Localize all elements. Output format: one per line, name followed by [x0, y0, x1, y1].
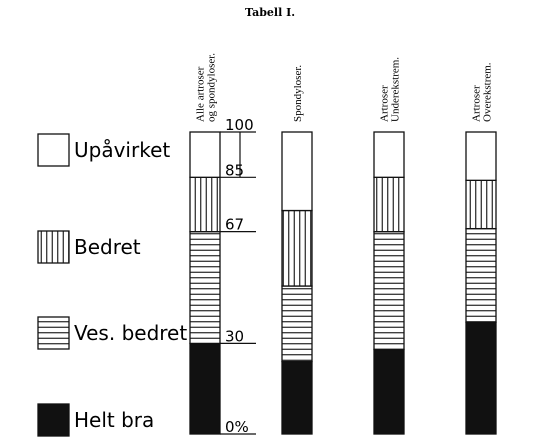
chart-title: Tabell I.	[245, 6, 295, 19]
bars	[189, 131, 497, 435]
column-label-4: Artroser	[471, 85, 483, 122]
bar-segment-up-virket-4	[465, 131, 497, 181]
column-label-3: Artroser	[379, 85, 391, 122]
y-tick-label: 30	[225, 327, 244, 345]
column-label-1: og spondyloser.	[206, 53, 218, 122]
y-tick-label: 0%	[225, 418, 249, 436]
y-tick-label: 100	[225, 116, 254, 134]
bar-segment-ves-bedret-1	[189, 231, 221, 345]
legend-swatch-up-virket	[37, 133, 70, 167]
legend-swatch-helt-bra	[37, 403, 70, 437]
bar-segment-bedret-2	[281, 209, 313, 287]
bar-segment-helt-bra-3	[373, 348, 405, 435]
bar-segment-bedret-4	[465, 179, 497, 230]
bar-segment-helt-bra-4	[465, 321, 497, 435]
y-tick-label: 85	[225, 161, 244, 179]
bar-segment-up-virket-2	[281, 131, 313, 212]
y-tick-label: 67	[225, 216, 244, 234]
legend-label-up-virket: Upåvirket	[74, 138, 170, 162]
bar-segment-ves-bedret-3	[373, 231, 405, 351]
bar-segment-bedret-3	[373, 176, 405, 233]
y-axis: 100 85 67 30 0%	[220, 116, 256, 436]
bar-segment-bedret-1	[189, 176, 221, 233]
legend-label-ves-bedret: Ves. bedret	[74, 321, 187, 345]
column-label-4: Overekstrem.	[482, 62, 494, 122]
bar-segment-helt-bra-2	[281, 360, 313, 435]
legend-swatch-bedret	[37, 230, 70, 264]
column-label-3: Underekstrem.	[390, 57, 402, 122]
legend-label-helt-bra: Helt bra	[74, 408, 154, 432]
column-label-2: Spondyloser.	[292, 65, 304, 122]
bar-segment-up-virket-1	[189, 131, 221, 178]
column-label-1: Alle artroser	[195, 66, 207, 122]
bar-segment-ves-bedret-2	[281, 285, 313, 363]
bar-segment-helt-bra-1	[189, 342, 221, 435]
legend-label-bedret: Bedret	[74, 235, 141, 259]
bar-segment-ves-bedret-4	[465, 227, 497, 323]
legend-swatch-ves-bedret	[37, 316, 70, 350]
bar-segment-up-virket-3	[373, 131, 405, 178]
